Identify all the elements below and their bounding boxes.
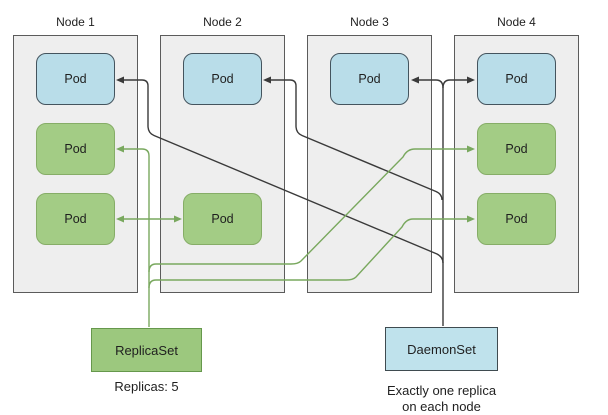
replicaset-caption: Replicas: 5 [114, 379, 179, 394]
node-2-label: Node 2 [203, 15, 242, 29]
pod-label: Pod [64, 72, 87, 86]
replicaset-label: ReplicaSet [115, 342, 178, 358]
node1-daemonset-pod: Pod [36, 53, 115, 105]
pod-label: Pod [211, 212, 234, 226]
node-4-label: Node 4 [497, 15, 536, 29]
node4-replicaset-pod-2: Pod [477, 193, 556, 245]
daemonset-caption-line1: Exactly one replica [386, 383, 497, 398]
node4-replicaset-pod-1: Pod [477, 123, 556, 175]
node4-daemonset-pod: Pod [477, 53, 556, 105]
node3-daemonset-pod: Pod [330, 53, 409, 105]
pod-label: Pod [64, 142, 87, 156]
node2-daemonset-pod: Pod [183, 53, 262, 105]
pod-label: Pod [211, 72, 234, 86]
daemonset-caption-line2: on each node [402, 399, 481, 414]
node-3-label: Node 3 [350, 15, 389, 29]
replicaset-box: ReplicaSet [91, 328, 202, 372]
node1-replicaset-pod-1: Pod [36, 123, 115, 175]
node1-replicaset-pod-2: Pod [36, 193, 115, 245]
node2-replicaset-pod: Pod [183, 193, 262, 245]
daemonset-caption: Exactly one replica on each node [371, 383, 512, 415]
pod-label: Pod [505, 212, 528, 226]
pod-label: Pod [64, 212, 87, 226]
pod-label: Pod [505, 72, 528, 86]
pod-label: Pod [505, 142, 528, 156]
node-1-label: Node 1 [56, 15, 95, 29]
pod-label: Pod [358, 72, 381, 86]
daemonset-label: DaemonSet [407, 341, 476, 357]
daemonset-box: DaemonSet [385, 327, 498, 371]
